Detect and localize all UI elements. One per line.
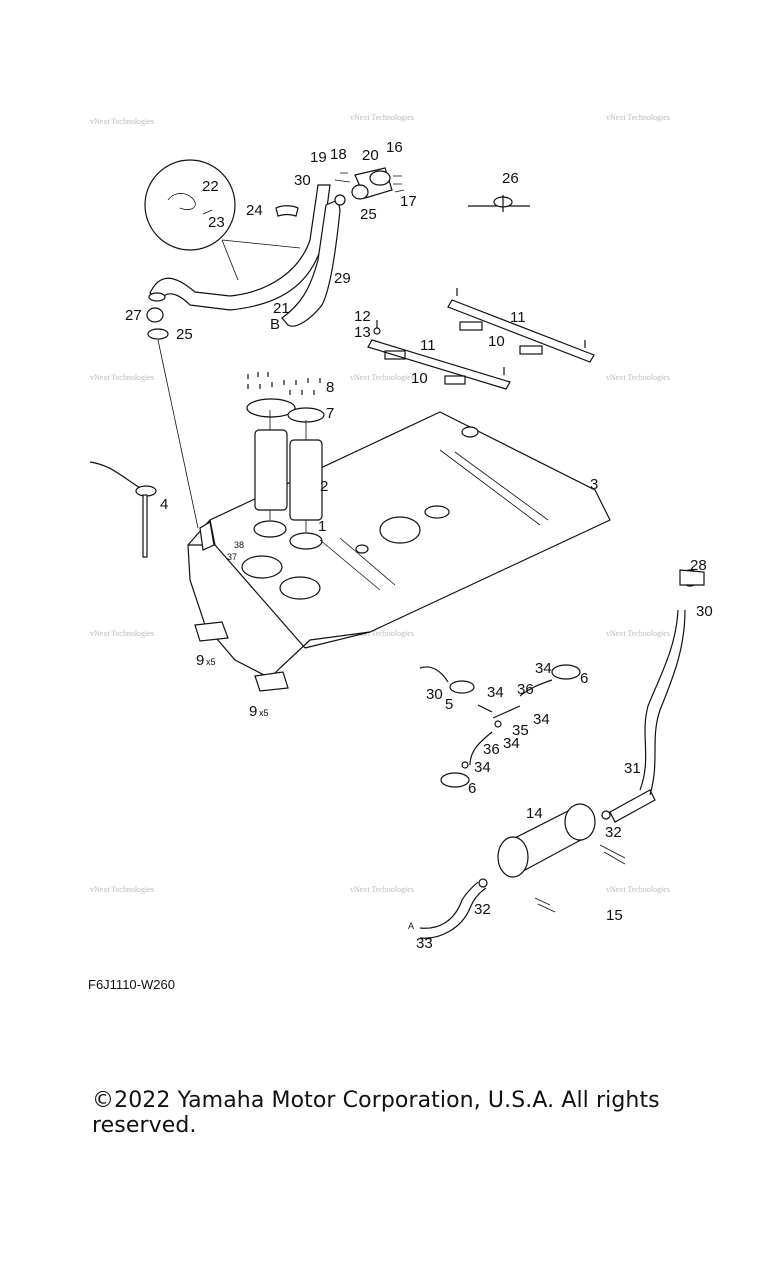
callout-28: 28 xyxy=(690,557,707,574)
watermark: vNext Technologies xyxy=(350,373,414,382)
callout-36: 36 xyxy=(483,741,500,758)
callout-16: 16 xyxy=(386,139,403,156)
callout-14: 14 xyxy=(526,805,543,822)
callout-18: 18 xyxy=(330,146,347,163)
callout-38: 38 xyxy=(234,540,244,550)
callout-34: 34 xyxy=(487,684,504,701)
watermark: vNext Technologies xyxy=(90,117,154,126)
watermark: vNext Technologies xyxy=(606,373,670,382)
callout-21: 21 xyxy=(273,300,290,317)
watermark: vNext Technologies xyxy=(606,629,670,638)
callout-10: 10 xyxy=(411,370,428,387)
callout-35: 35 xyxy=(512,722,529,739)
callout-4: 4 xyxy=(160,496,168,513)
callout-10: 10 xyxy=(488,333,505,350)
callout-31: 31 xyxy=(624,760,641,777)
watermark: vNext Technologies xyxy=(90,885,154,894)
callout-34: 34 xyxy=(503,735,520,752)
callout-30: 30 xyxy=(426,686,443,703)
watermark: vNext Technologies xyxy=(350,629,414,638)
callout-34: 34 xyxy=(535,660,552,677)
screws xyxy=(247,372,321,395)
callout-quantity: x5 xyxy=(206,657,216,667)
callout-23: 23 xyxy=(208,214,225,231)
callout-7: 7 xyxy=(326,405,334,422)
foam-pads xyxy=(194,621,289,692)
callout-30: 30 xyxy=(294,172,311,189)
callout-26: 26 xyxy=(502,170,519,187)
callout-quantity: x5 xyxy=(259,708,269,718)
callout-24: 24 xyxy=(246,202,263,219)
watermark: vNext Technologies xyxy=(90,373,154,382)
watermark: vNext Technologies xyxy=(606,113,670,122)
callout-2: 2 xyxy=(320,478,328,495)
callout-25: 25 xyxy=(176,326,193,343)
callout-15: 15 xyxy=(606,907,623,924)
callout-37: 37 xyxy=(227,552,237,562)
callout-11: 11 xyxy=(420,337,436,354)
callout-25: 25 xyxy=(360,206,377,223)
callout-32: 32 xyxy=(605,824,622,841)
callout-9: 9 xyxy=(249,703,257,720)
watermark: vNext Technologies xyxy=(350,885,414,894)
callout-29: 29 xyxy=(334,270,351,287)
callouts: 1 2 3 4 5 6 6 7 8 9 x5 9 x5 10 10 11 11 … xyxy=(125,139,713,952)
filler-hoses xyxy=(148,184,346,327)
callout-34: 34 xyxy=(474,759,491,776)
callout-13: 13 xyxy=(354,324,371,341)
fuel-tank-parts-diagram: vNext Technologies vNext Technologies vN… xyxy=(89,113,713,952)
callout-A: A xyxy=(408,921,414,931)
fuel-sender xyxy=(89,461,157,558)
watermark: vNext Technologies xyxy=(90,629,154,638)
watermarks: vNext Technologies vNext Technologies vN… xyxy=(90,113,670,894)
callout-5: 5 xyxy=(445,696,453,713)
fuel-pump-units xyxy=(246,398,325,550)
callout-22: 22 xyxy=(202,178,219,195)
tank-straps xyxy=(367,288,595,390)
callout-32: 32 xyxy=(474,901,491,918)
callout-11: 11 xyxy=(510,309,526,326)
callout-1: 1 xyxy=(318,518,326,535)
fuel-tank xyxy=(187,411,611,679)
filler-cap-assembly xyxy=(334,167,405,200)
callout-17: 17 xyxy=(400,193,417,210)
callout-6: 6 xyxy=(468,780,476,797)
callout-33: 33 xyxy=(416,935,433,952)
callout-9: 9 xyxy=(196,652,204,669)
callout-20: 20 xyxy=(362,147,379,164)
clamps xyxy=(146,205,299,529)
vent-bracket xyxy=(468,195,530,212)
callout-34: 34 xyxy=(533,711,550,728)
copyright-notice: ©2022 Yamaha Motor Corporation, U.S.A. A… xyxy=(92,1088,660,1138)
fuel-filter xyxy=(419,569,705,939)
callout-6: 6 xyxy=(580,670,588,687)
callout-19: 19 xyxy=(310,149,327,166)
callout-12: 12 xyxy=(354,308,371,325)
callout-30: 30 xyxy=(696,603,713,620)
fittings-cluster xyxy=(419,664,581,788)
callout-8: 8 xyxy=(326,379,334,396)
watermark: vNext Technologies xyxy=(606,885,670,894)
callout-B: B xyxy=(270,316,280,333)
callout-3: 3 xyxy=(590,476,598,493)
callout-27: 27 xyxy=(125,307,142,324)
diagram-code: F6J1110-W260 xyxy=(88,977,175,992)
detail-inset xyxy=(144,159,301,281)
callout-36: 36 xyxy=(517,681,534,698)
watermark: vNext Technologies xyxy=(350,113,414,122)
